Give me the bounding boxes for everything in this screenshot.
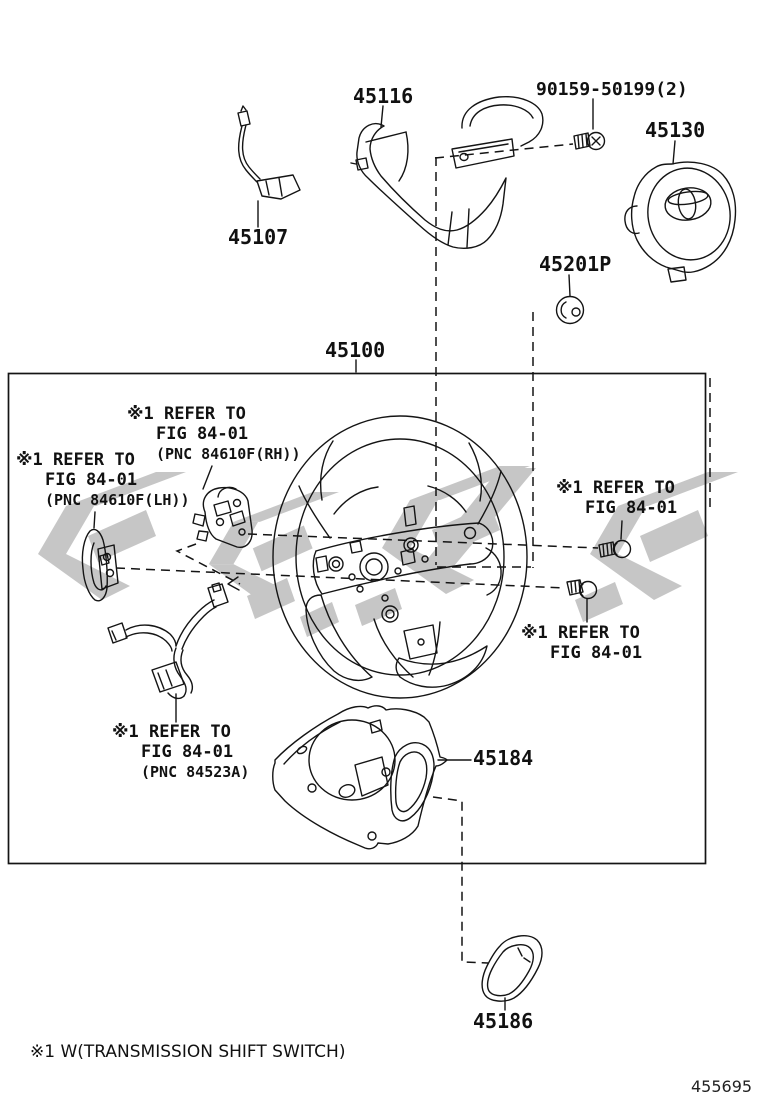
screw-lower-drawing [566, 579, 598, 600]
leader-lines [93, 98, 676, 1011]
part-45130-drawing [624, 161, 737, 283]
note-line: ※1 REFER TO [16, 450, 135, 470]
leader-note-screw-upper [620, 520, 623, 540]
switch-lh-drawing [81, 528, 119, 602]
part-label-45107: 45107 [228, 225, 289, 249]
note-line: FIG 84-01 [585, 498, 678, 518]
leader-note-rh [202, 465, 213, 490]
part-label-45116: 45116 [353, 84, 414, 108]
note-line: FIG 84-01 [45, 470, 138, 490]
part-label-45130: 45130 [645, 118, 706, 142]
dash-arrowhead [227, 576, 240, 591]
note-switch-rh: ※1 REFER TO FIG 84-01 (PNC 84610F(RH)) [127, 404, 301, 464]
note-line: FIG 84-01 [550, 643, 643, 663]
note-line: ※1 REFER TO [521, 623, 640, 643]
note-line: ※1 REFER TO [112, 722, 231, 742]
part-45184-drawing [272, 705, 448, 850]
nut-45201p-drawing [555, 295, 585, 325]
note-line: ※1 REFER TO [127, 404, 246, 424]
note-line: (PNC 84610F(RH)) [156, 445, 301, 463]
dashed-alignment-lines [115, 143, 711, 964]
dash-screw-to-cover [434, 143, 574, 159]
leader-45201p [568, 274, 571, 297]
part-45116-drawing [350, 96, 544, 249]
part-label-45100: 45100 [325, 338, 386, 362]
note-line: FIG 84-01 [156, 424, 249, 444]
screw-upper-drawing [598, 539, 632, 559]
note-switch-lh: ※1 REFER TO FIG 84-01 (PNC 84610F(LH)) [16, 450, 190, 510]
part-label-45186: 45186 [473, 1009, 534, 1033]
harness-drawing [107, 582, 229, 700]
steering-wheel-drawing [272, 415, 528, 699]
note-screw-upper: ※1 REFER TO FIG 84-01 [556, 478, 677, 518]
part-45107-drawing [237, 105, 301, 200]
switch-rh-drawing [192, 486, 253, 548]
part-label-45201p: 45201P [539, 252, 612, 276]
part-45186-drawing [481, 935, 543, 1002]
note-line: (PNC 84610F(LH)) [45, 491, 190, 509]
part-label-90159: 90159-50199(2) [536, 79, 688, 100]
dash-cover-to-bezel [432, 796, 489, 964]
note-line: (PNC 84523A) [141, 763, 250, 781]
figure-code: 455695 [691, 1077, 753, 1096]
part-label-45184: 45184 [473, 746, 534, 770]
leader-note-lh [93, 511, 96, 529]
note-harness: ※1 REFER TO FIG 84-01 (PNC 84523A) [112, 722, 249, 782]
footnote-transmission-shift-switch: ※1 W(TRANSMISSION SHIFT SWITCH) [30, 1042, 346, 1062]
note-line: FIG 84-01 [141, 742, 234, 762]
leader-45116 [380, 105, 384, 128]
screw-90159-drawing [573, 131, 606, 151]
leader-45130 [672, 140, 676, 165]
dash-switch-cross [175, 543, 241, 585]
note-screw-lower: ※1 REFER TO FIG 84-01 [521, 623, 642, 663]
dash-switch-rh-to-screw [247, 533, 599, 549]
note-line: ※1 REFER TO [556, 478, 675, 498]
assembly-box-45100 [7, 372, 707, 865]
